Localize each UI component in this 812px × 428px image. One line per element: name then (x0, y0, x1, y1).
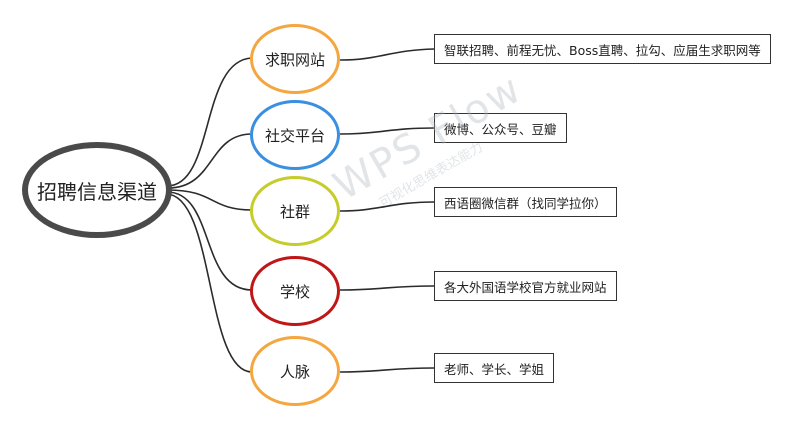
detail-text: 微博、公众号、豆瓣 (444, 121, 557, 137)
connector-network-to-detail (339, 367, 435, 373)
branch-label: 人脉 (279, 362, 310, 381)
connector-social-to-detail (339, 127, 435, 135)
detail-box-schools[interactable]: 各大外国语学校官方就业网站 (434, 271, 617, 301)
connector-root-to-schools (166, 191, 253, 291)
connector-root-to-groups (167, 189, 253, 211)
branch-node-schools[interactable]: 学校 (250, 256, 340, 326)
branch-label: 社群 (279, 202, 310, 221)
branch-node-social-platforms[interactable]: 社交平台 (250, 100, 340, 170)
branch-node-network[interactable]: 人脉 (250, 336, 340, 406)
detail-box-network[interactable]: 老师、学长、学姐 (434, 353, 555, 383)
branch-label: 社交平台 (264, 126, 325, 145)
detail-box-social-platforms[interactable]: 微博、公众号、豆瓣 (434, 113, 567, 143)
connector-groups-to-detail (339, 201, 435, 212)
branch-node-groups[interactable]: 社群 (250, 176, 340, 246)
detail-text: 智联招聘、前程无忧、Boss直聘、拉勾、应届生求职网等 (444, 42, 761, 58)
branch-label: 求职网站 (264, 50, 325, 69)
connector-root-to-social-platforms (167, 133, 253, 189)
detail-text: 老师、学长、学姐 (444, 361, 545, 377)
branch-node-job-sites[interactable]: 求职网站 (250, 24, 340, 94)
connector-root-to-job-sites (166, 57, 253, 187)
connector-root-to-network (165, 193, 253, 373)
connector-job-sites-to-detail (339, 48, 435, 61)
root-node[interactable]: 招聘信息渠道 (22, 142, 172, 238)
detail-box-groups[interactable]: 西语圈微信群（找同学拉你） (434, 187, 617, 217)
root-label: 招聘信息渠道 (37, 179, 157, 204)
connector-schools-to-detail (339, 285, 435, 291)
detail-text: 西语圈微信群（找同学拉你） (444, 195, 607, 211)
detail-text: 各大外国语学校官方就业网站 (444, 279, 607, 295)
detail-box-job-sites[interactable]: 智联招聘、前程无忧、Boss直聘、拉勾、应届生求职网等 (434, 34, 771, 64)
branch-label: 学校 (279, 282, 310, 301)
